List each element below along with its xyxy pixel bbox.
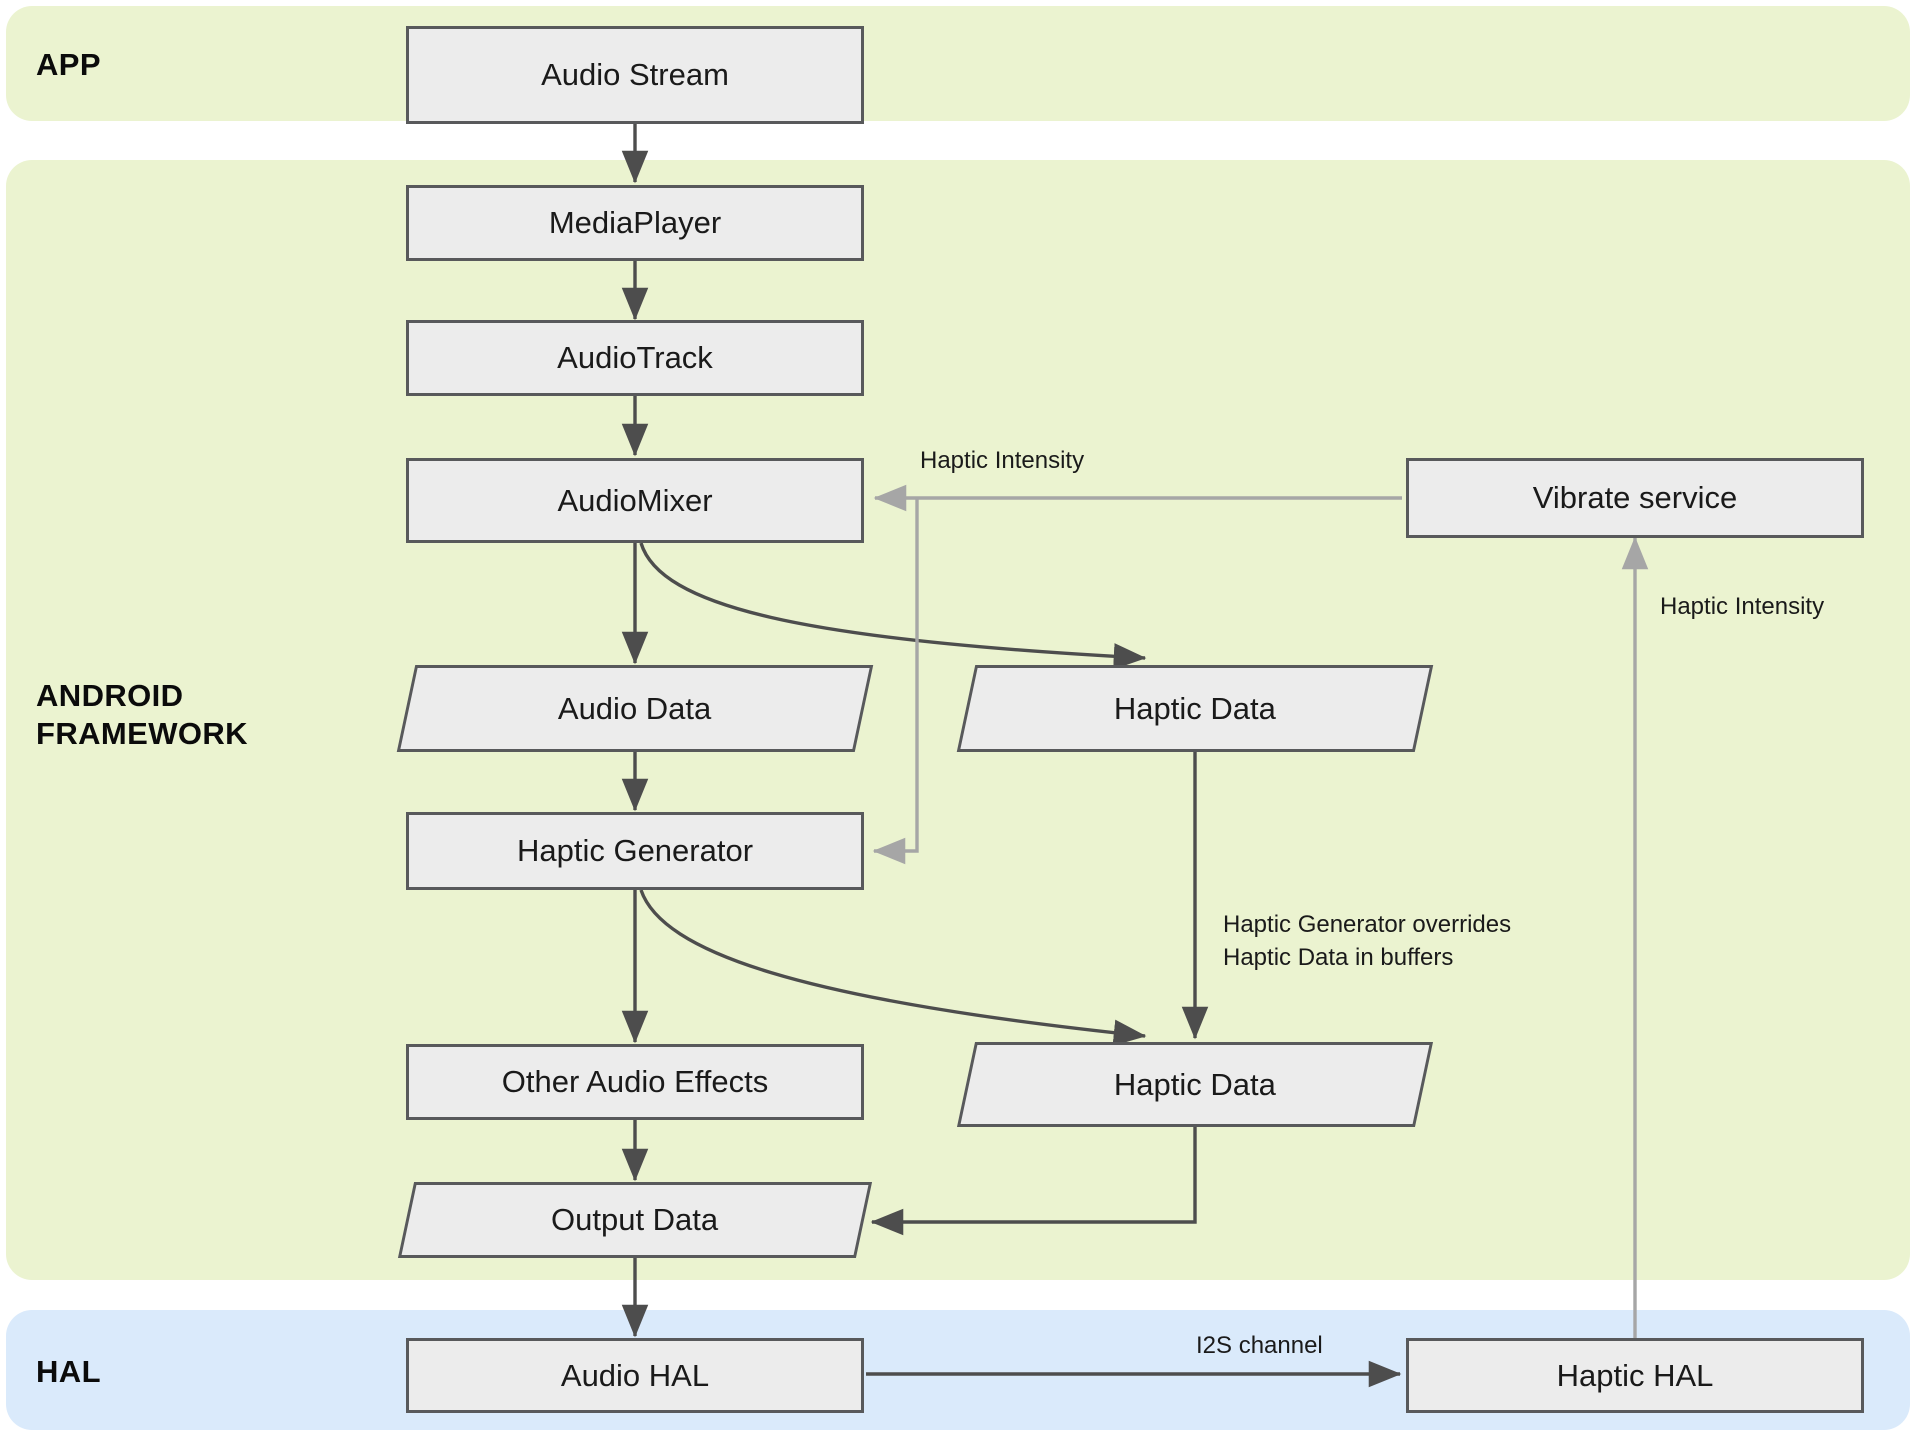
edge-label-override-note: Haptic Generator overrides Haptic Data i…: [1223, 911, 1512, 972]
node-audio-data[interactable]: Audio Data: [396, 665, 874, 752]
node-haptic-data-2-label: Haptic Data: [1114, 1066, 1276, 1102]
node-audio-stream[interactable]: Audio Stream: [406, 26, 864, 124]
node-haptic-generator[interactable]: Haptic Generator: [406, 812, 864, 890]
node-audio-hal[interactable]: Audio HAL: [406, 1338, 864, 1413]
node-audio-hal-label: Audio HAL: [560, 1357, 710, 1393]
node-other-audio-effects[interactable]: Other Audio Effects: [406, 1044, 864, 1120]
node-audiotrack[interactable]: AudioTrack: [406, 320, 864, 396]
node-audiomixer[interactable]: AudioMixer: [406, 458, 864, 543]
node-vibrate-service[interactable]: Vibrate service: [1406, 458, 1864, 538]
node-audio-stream-label: Audio Stream: [541, 57, 729, 92]
edge-label-haptic-intensity-hal: Haptic Intensity: [1660, 593, 1825, 620]
band-app: [6, 6, 1910, 121]
node-output-data-label: Output Data: [551, 1202, 719, 1237]
node-output-data[interactable]: Output Data: [397, 1182, 873, 1258]
node-vibrate-service-label: Vibrate service: [1532, 480, 1738, 515]
node-haptic-hal-label: Haptic HAL: [1556, 1357, 1714, 1393]
node-haptic-data-2[interactable]: Haptic Data: [956, 1042, 1434, 1127]
band-label-android-framework: ANDROID FRAMEWORK: [36, 678, 248, 751]
edge-label-i2s-channel: I2S channel: [1196, 1332, 1323, 1359]
band-label-hal: HAL: [36, 1354, 101, 1389]
node-haptic-data-1[interactable]: Haptic Data: [956, 665, 1434, 752]
node-audio-data-label: Audio Data: [558, 690, 712, 726]
node-mediaplayer-label: MediaPlayer: [548, 205, 722, 240]
band-label-app: APP: [36, 47, 101, 82]
band-android-framework: [6, 160, 1910, 1280]
node-mediaplayer[interactable]: MediaPlayer: [406, 185, 864, 261]
node-audiomixer-label: AudioMixer: [557, 482, 713, 518]
node-audiotrack-label: AudioTrack: [557, 340, 713, 375]
node-haptic-data-1-label: Haptic Data: [1114, 690, 1276, 726]
node-other-audio-effects-label: Other Audio Effects: [501, 1064, 769, 1099]
node-haptic-generator-label: Haptic Generator: [516, 833, 754, 868]
node-haptic-hal[interactable]: Haptic HAL: [1406, 1338, 1864, 1413]
edge-label-haptic-intensity-mixer: Haptic Intensity: [920, 447, 1085, 474]
